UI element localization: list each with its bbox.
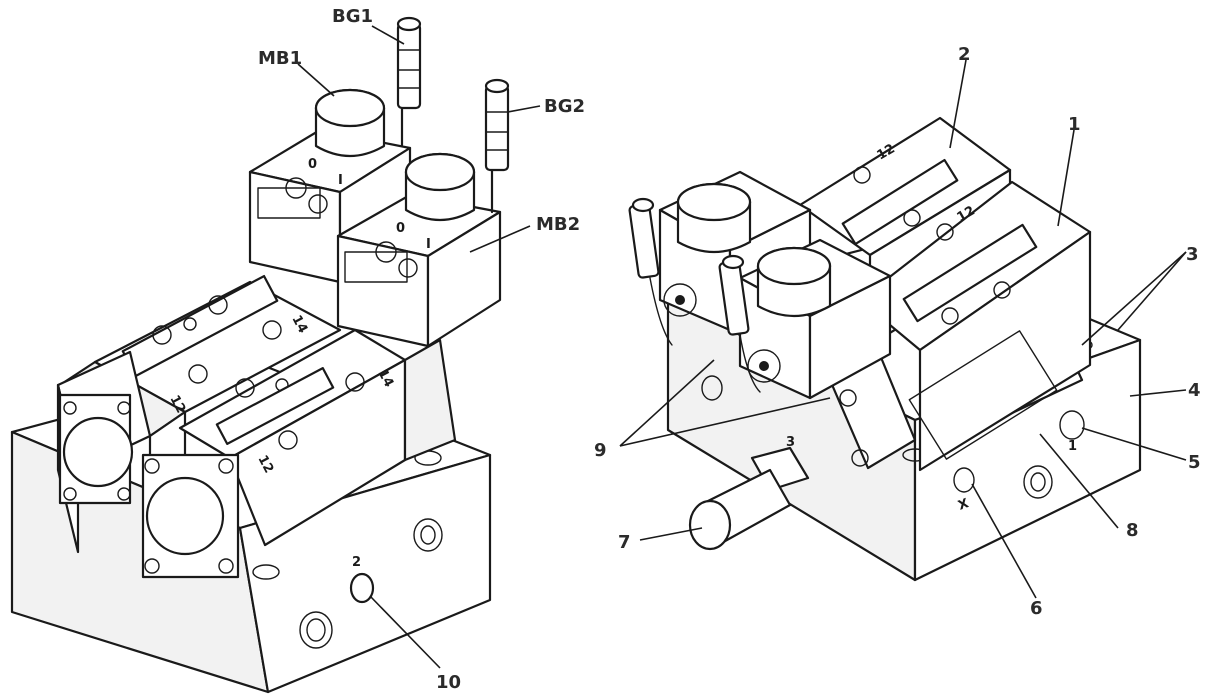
connector-bg2 — [484, 78, 510, 214]
label-3: 3 — [1186, 244, 1199, 265]
left-front-endcap — [141, 453, 240, 579]
port-x-mark: X — [956, 496, 971, 514]
silencer — [688, 446, 810, 551]
label-9: 9 — [594, 440, 607, 461]
right-front-valve — [858, 180, 1092, 472]
right-valve-assembly: 12 12 — [628, 116, 1142, 582]
label-8: 8 — [1126, 520, 1139, 541]
label-bg2: BG2 — [544, 96, 585, 117]
port-2-mark: 2 — [352, 555, 361, 570]
label-4: 4 — [1188, 380, 1201, 401]
label-2: 2 — [958, 44, 971, 65]
label-10: 10 — [436, 672, 461, 693]
port-2-hole — [349, 572, 375, 604]
label-mb1: MB1 — [258, 48, 302, 69]
solenoid-mb1: 0 I — [248, 88, 412, 284]
right-front-solenoid — [738, 238, 892, 400]
right-connector-a — [628, 197, 673, 346]
label-6: 6 — [1030, 598, 1043, 619]
label-bg1: BG1 — [332, 6, 373, 27]
label-1: 1 — [1068, 114, 1081, 135]
pos-i-mark-b: I — [426, 237, 431, 252]
label-7: 7 — [618, 532, 631, 553]
left-valve-assembly: 0 I 0 I — [10, 16, 510, 694]
pos-i-mark-a: I — [338, 173, 343, 188]
left-front-valve — [178, 328, 457, 547]
port-1-mark: 1 — [1068, 439, 1077, 454]
label-mb2: MB2 — [536, 214, 580, 235]
label-5: 5 — [1188, 452, 1201, 473]
port-3-mark: 3 — [786, 435, 795, 450]
left-rear-endcap — [56, 350, 152, 554]
right-connector-b — [718, 254, 761, 393]
leader-lines — [297, 25, 1187, 669]
pos-0-mark-a: 0 — [308, 157, 317, 172]
callout-labels: BG1 MB1 BG2 MB2 10 2 1 3 4 5 6 7 8 9 — [258, 6, 1201, 693]
solenoid-mb2: 0 I — [336, 152, 502, 348]
pos-0-mark-b: 0 — [396, 221, 405, 236]
connector-bg1 — [396, 16, 422, 147]
